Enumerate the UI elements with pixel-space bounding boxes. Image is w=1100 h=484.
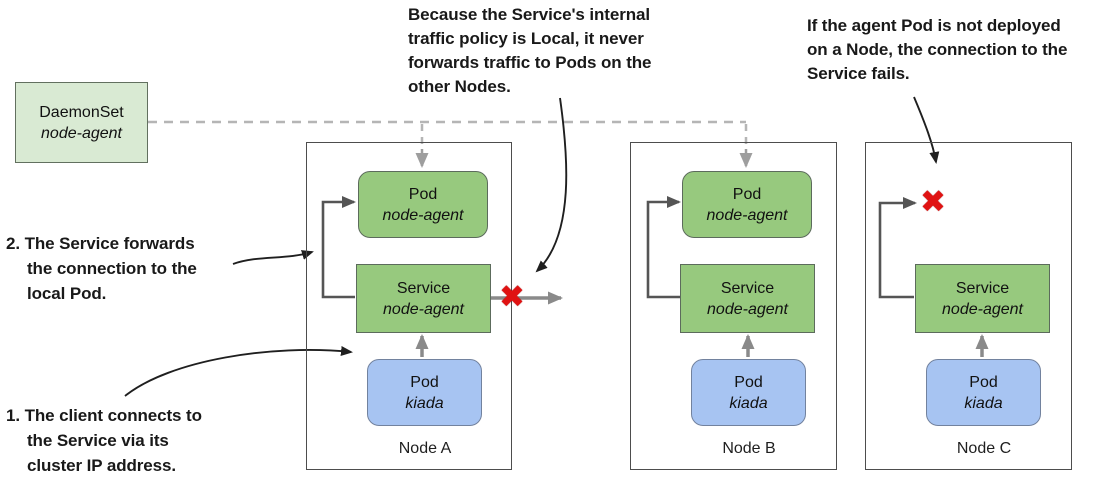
note-line: the connection to the (27, 259, 197, 278)
note-line: Service fails. (807, 64, 910, 83)
pod-type-label: Pod (408, 185, 438, 203)
pod-name-label: kiada (964, 394, 1003, 412)
daemonset-box: DaemonSet node-agent (15, 82, 148, 163)
daemonset-type-label: DaemonSet (39, 103, 124, 121)
pod-type-label: Pod (734, 373, 763, 391)
internal-policy-note-arrow (535, 97, 568, 273)
pod-node-agent-box-node-b: Pod node-agent (682, 171, 812, 238)
agent-missing-note-arrow (913, 96, 940, 164)
note-line: local Pod. (27, 284, 107, 303)
node-c-box: Service node-agent Pod kiada Node C (865, 142, 1072, 470)
step1-note-arrow (124, 346, 353, 397)
pod-name-label: node-agent (382, 206, 464, 224)
node-b-box: Pod node-agent Service node-agent Pod ki… (630, 142, 837, 470)
note-line: cluster IP address. (27, 456, 176, 475)
note-line: 1. The client connects to (6, 406, 202, 425)
internal-policy-note: Because the Service's internal traffic p… (408, 3, 652, 99)
service-to-pod-elbow-node-a (321, 196, 356, 299)
connection-blocked-x-icon: ✖ (499, 279, 525, 315)
pod-name-label: kiada (729, 394, 768, 412)
service-box-node-a: Service node-agent (356, 264, 491, 333)
pod-type-label: Pod (410, 373, 439, 391)
note-line: If the agent Pod is not deployed (807, 16, 1061, 35)
note-line: 2. The Service forwards (6, 234, 195, 253)
connection-failed-x-icon: ✖ (920, 184, 946, 220)
note-line: Because the Service's internal (408, 5, 650, 24)
note-line: forwards traffic to Pods on the (408, 53, 652, 72)
pod-kiada-box-node-b: Pod kiada (691, 359, 806, 426)
service-to-missing-pod-elbow-node-c (878, 197, 917, 299)
service-name-label: node-agent (383, 300, 464, 318)
service-type-label: Service (396, 279, 451, 297)
service-box-node-b: Service node-agent (680, 264, 815, 333)
service-name-label: node-agent (707, 300, 788, 318)
service-box-node-c: Service node-agent (915, 264, 1050, 333)
pod-type-label: Pod (969, 373, 998, 391)
pod-name-label: node-agent (706, 206, 788, 224)
pod-kiada-box-node-c: Pod kiada (926, 359, 1041, 426)
node-a-box: Pod node-agent Service node-agent Pod ki… (306, 142, 512, 470)
node-c-label: Node C (956, 440, 1012, 457)
note-line: the Service via its (27, 431, 169, 450)
pod-kiada-box-node-a: Pod kiada (367, 359, 482, 426)
pod-node-agent-box-node-a: Pod node-agent (358, 171, 488, 238)
pod-name-label: kiada (405, 394, 444, 412)
note-line: on a Node, the connection to the (807, 40, 1068, 59)
note-line: traffic policy is Local, it never (408, 29, 644, 48)
step2-note: 2. The Service forwards the connection t… (6, 231, 197, 306)
service-to-pod-elbow-node-b (646, 196, 682, 299)
service-type-label: Service (955, 279, 1010, 297)
agent-missing-note: If the agent Pod is not deployed on a No… (807, 14, 1067, 86)
service-name-label: node-agent (942, 300, 1023, 318)
node-a-label: Node A (398, 440, 452, 457)
node-b-label: Node B (722, 440, 776, 457)
step1-note: 1. The client connects to the Service vi… (6, 403, 202, 478)
daemonset-name-label: node-agent (41, 124, 122, 142)
service-type-label: Service (720, 279, 775, 297)
pod-type-label: Pod (732, 185, 762, 203)
step2-note-arrow (232, 250, 314, 265)
note-line: other Nodes. (408, 77, 511, 96)
